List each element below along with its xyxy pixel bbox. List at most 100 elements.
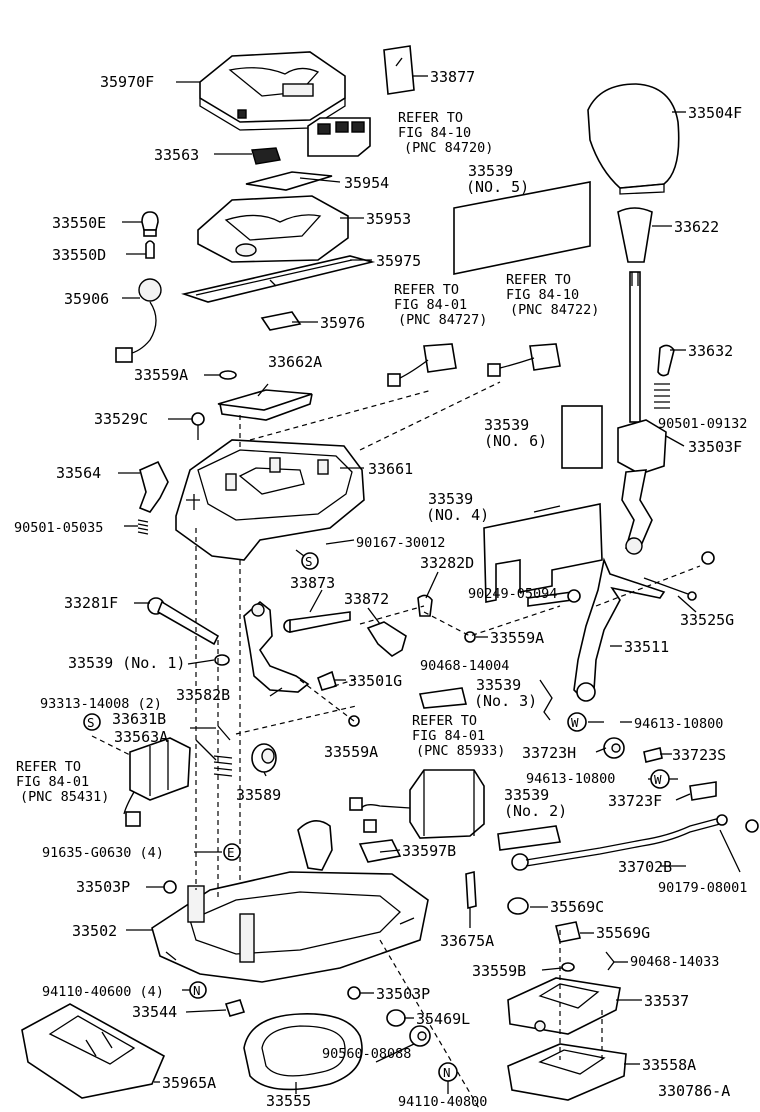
plate-33539-no6 bbox=[561, 405, 603, 469]
label-33873: 33873 bbox=[290, 574, 335, 592]
bracket-33563 bbox=[251, 147, 281, 165]
pin-33632 bbox=[657, 344, 675, 377]
bushing-33723H bbox=[603, 737, 625, 759]
label-33503F: 33503F bbox=[688, 438, 742, 456]
assembly-dashed-lines bbox=[91, 381, 701, 1111]
note-85933-l3: (PNC 85933) bbox=[416, 743, 505, 759]
label-90560-08088: 90560-08088 bbox=[322, 1046, 411, 1062]
label-90249-05094: 90249-05094 bbox=[468, 586, 557, 602]
label-35569C: 35569C bbox=[550, 898, 604, 916]
label-35906: 35906 bbox=[64, 290, 109, 308]
svg-text:N: N bbox=[193, 983, 201, 998]
note-84722-l2: FIG 84-10 bbox=[506, 287, 579, 303]
label-35569G: 35569G bbox=[596, 924, 650, 942]
pin-33723S bbox=[643, 747, 663, 763]
symbol-s-2: S bbox=[83, 713, 101, 731]
label-90167-30012: 90167-30012 bbox=[356, 535, 445, 551]
label-33501G: 33501G bbox=[348, 672, 402, 690]
label-35953: 35953 bbox=[366, 210, 411, 228]
washer-33503P-left bbox=[163, 880, 177, 894]
label-33872: 33872 bbox=[344, 590, 389, 608]
note-84722-l3: (PNC 84722) bbox=[510, 302, 599, 318]
label-33539-no2-b: (No. 2) bbox=[504, 802, 567, 820]
label-94613-10800-a: 94613-10800 bbox=[634, 716, 723, 732]
gasket-33555 bbox=[243, 1013, 363, 1091]
control-unit-85933 bbox=[349, 769, 485, 839]
pin-33281F bbox=[147, 597, 220, 646]
note-85933-l1: REFER TO bbox=[412, 713, 477, 729]
strip-35975 bbox=[181, 255, 376, 303]
shift-knob-33504F bbox=[587, 83, 680, 195]
leader-lines bbox=[118, 75, 741, 1094]
bolt-33675A bbox=[465, 870, 477, 910]
clip-90179-08001 bbox=[745, 819, 759, 833]
symbol-w-1: W bbox=[567, 712, 587, 732]
label-33539-no2-a: 33539 bbox=[504, 786, 549, 804]
label-33589: 33589 bbox=[236, 786, 281, 804]
connector-84727 bbox=[387, 343, 457, 387]
label-33563A: 33563A bbox=[114, 728, 168, 746]
symbol-s-1: S bbox=[301, 552, 319, 570]
boot-33622 bbox=[617, 207, 653, 263]
label-33539-no3-b: (No. 3) bbox=[474, 692, 537, 710]
bulb-33550D bbox=[145, 240, 155, 259]
label-33564: 33564 bbox=[56, 464, 101, 482]
label-33544: 33544 bbox=[132, 1003, 177, 1021]
linkage-33511 bbox=[573, 557, 697, 702]
indicator-housing-35953 bbox=[197, 195, 349, 263]
label-90501-05035: 90501-05035 bbox=[14, 520, 103, 536]
spring-90501-05035 bbox=[137, 519, 149, 535]
bushing-33723F bbox=[689, 781, 717, 801]
bracket-33597B bbox=[358, 839, 402, 863]
label-33502: 33502 bbox=[72, 922, 117, 940]
label-33559A-low: 33559A bbox=[324, 743, 378, 761]
label-91635-G0630: 91635-G0630 (4) bbox=[42, 845, 164, 861]
switch-module bbox=[307, 117, 371, 157]
label-33877 bbox=[383, 45, 415, 95]
pin-33631B bbox=[217, 725, 231, 741]
label-94110-40600: 94110-40600 (4) bbox=[42, 984, 164, 1000]
label-33539-no3-a: 33539 bbox=[476, 676, 521, 694]
label-33632: 33632 bbox=[688, 342, 733, 360]
bolt-33529C bbox=[191, 412, 205, 440]
rod-33873 bbox=[283, 611, 351, 633]
bushing-35469L bbox=[386, 1009, 406, 1027]
label-33559B: 33559B bbox=[472, 962, 526, 980]
bushing-33589 bbox=[251, 743, 277, 773]
symbol-n-1: N bbox=[189, 981, 207, 999]
bracket-33564 bbox=[138, 460, 169, 513]
label-35954: 35954 bbox=[344, 174, 389, 192]
label-33555: 33555 bbox=[266, 1092, 311, 1110]
label-35965A: 35965A bbox=[162, 1074, 216, 1092]
label-90501-09132: 90501-09132 bbox=[658, 416, 747, 432]
console-cover-35970F bbox=[199, 51, 346, 131]
plate-33539-no5 bbox=[453, 181, 591, 275]
label-33550D: 33550D bbox=[52, 246, 106, 264]
label-33558A: 33558A bbox=[642, 1056, 696, 1074]
diagram-id: 330786-A bbox=[658, 1082, 730, 1100]
label-33597B: 33597B bbox=[402, 842, 456, 860]
housing-33661 bbox=[175, 439, 365, 561]
cap-35569G bbox=[555, 921, 581, 943]
note-84722-l1: REFER TO bbox=[506, 272, 571, 288]
link-33872 bbox=[366, 621, 407, 657]
plate-33539-no3 bbox=[418, 687, 468, 709]
label-93313-14008: 93313-14008 (2) bbox=[40, 696, 162, 712]
label-33539-no5-a: 33539 bbox=[468, 162, 513, 180]
label-33723H: 33723H bbox=[522, 744, 576, 762]
shift-rod bbox=[629, 271, 641, 423]
clip-90468-14004 bbox=[539, 679, 553, 721]
label-35975: 35975 bbox=[376, 252, 421, 270]
label-33877: 33877 bbox=[430, 68, 475, 86]
label-33503P-left: 33503P bbox=[76, 878, 130, 896]
label-33537: 33537 bbox=[644, 992, 689, 1010]
svg-text:N: N bbox=[443, 1065, 451, 1080]
detent-lever-33582B bbox=[243, 600, 310, 693]
label-33631B: 33631B bbox=[112, 710, 166, 728]
note-84720-l1: REFER TO bbox=[398, 110, 463, 126]
note-84727-l3: (PNC 84727) bbox=[398, 312, 487, 328]
pin-33282D bbox=[417, 594, 433, 617]
washer-33503P-bottom bbox=[347, 986, 361, 1000]
plate-35954 bbox=[245, 171, 333, 191]
label-33504F: 33504F bbox=[688, 104, 742, 122]
